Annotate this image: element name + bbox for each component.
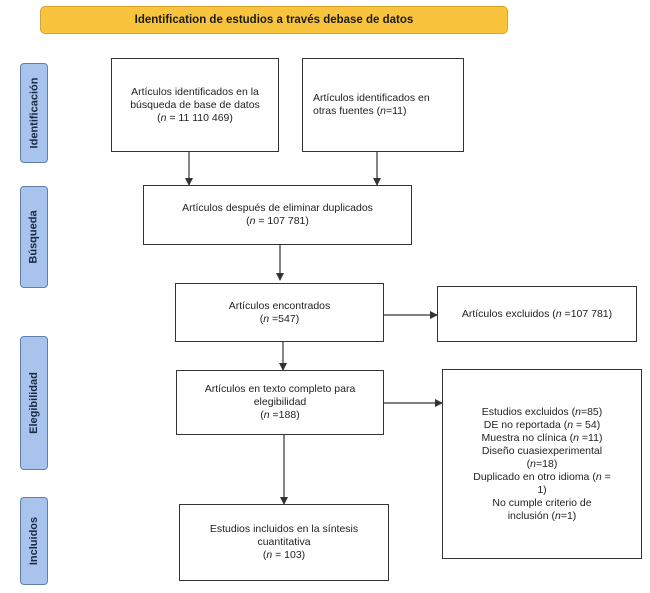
excluded-reason-criterio-a: inclusión ( [507, 509, 555, 522]
excluded-reason-duplicado-a: Duplicado en otro idioma ( [473, 470, 596, 483]
excluded-articles-n: n [555, 307, 562, 320]
other-sources-count-value: =11) [385, 105, 407, 117]
stage-busqueda: Búsqueda [20, 186, 48, 288]
box-other-sources: Artículos identificados en otras fuentes… [302, 58, 464, 152]
box-after-duplicates: Artículos después de eliminar duplicados… [143, 185, 412, 245]
other-sources-n: n [380, 105, 386, 117]
excluded-articles-text: Artículos excluidos (n =107 781) [462, 308, 612, 321]
excluded-articles-count-value: =107 781) [561, 307, 613, 320]
excluded-reason-criterio-n: n [554, 509, 561, 522]
included-line1: Estudios incluidos en la síntesis [209, 523, 359, 535]
box-excluded-studies: Estudios excluidos (n=85) DE no reportad… [442, 369, 642, 559]
stage-identificacion: Identificación [20, 63, 48, 163]
excluded-reason-diseno-b: =18) [536, 457, 558, 470]
found-count: (n =547) [259, 312, 300, 325]
diagram-title: Identification de estudios a través deba… [40, 6, 508, 34]
stage-incluidos-label: Incluidos [28, 516, 40, 566]
excluded-reason-diseno: Diseño cuasiexperimental [481, 444, 603, 457]
other-sources-line1: Artículos identificados en [313, 92, 430, 104]
included-count: (n = 103) [262, 549, 306, 561]
excluded-reason-muestra: Muestra no clínica (n =11) [482, 432, 603, 445]
excluded-reason-de: DE no reportada (n = 54) [484, 419, 600, 432]
full-text-count: (n =188) [260, 409, 300, 421]
after-duplicates-line1: Artículos después de eliminar duplicados [182, 202, 373, 214]
stage-identificacion-label: Identificación [28, 77, 40, 149]
diagram-title-text: Identification de estudios a través deba… [134, 14, 414, 26]
found-n: n [263, 312, 270, 325]
excluded-reason-diseno-n: n [530, 457, 537, 470]
included-n: n [266, 549, 273, 561]
db-identified-count-value: = 11 110 469) [166, 111, 233, 124]
excluded-reason-muestra-b: =11) [579, 431, 603, 444]
db-identified-line2: búsqueda de base de datos [130, 98, 260, 111]
box-full-text: Artículos en texto completo para elegibi… [176, 370, 384, 435]
stage-busqueda-label: Búsqueda [28, 210, 40, 264]
excluded-reason-duplicado-b: = [601, 470, 611, 483]
excluded-studies-heading-a: Estudios excluidos ( [481, 405, 576, 418]
excluded-reason-de-a: DE no reportada ( [483, 418, 568, 431]
box-included: Estudios incluidos en la síntesis cuanti… [179, 504, 389, 581]
included-line2: cuantitativa [257, 536, 311, 548]
excluded-reason-muestra-n: n [573, 431, 579, 444]
found-count-value: =547) [269, 312, 300, 325]
db-identified-count: (n = 11 110 469) [157, 111, 233, 124]
full-text-line2: elegibilidad [253, 396, 307, 408]
included-count-value: = 103) [272, 549, 306, 561]
excluded-reason-duplicado-n: n [595, 470, 602, 483]
excluded-studies-heading: Estudios excluidos (n=85) [482, 406, 603, 419]
stage-elegibilidad-label: Elegibilidad [28, 372, 41, 434]
other-sources-line2-text: otras fuentes ( [313, 105, 381, 117]
db-identified-n: n [160, 111, 167, 124]
box-found: Artículos encontrados (n =547) [175, 283, 384, 342]
excluded-reason-duplicado-count: 1) [537, 483, 547, 496]
excluded-articles-label: Artículos excluidos ( [461, 307, 556, 320]
after-duplicates-n: n [249, 215, 256, 227]
box-excluded-articles: Artículos excluidos (n =107 781) [437, 286, 637, 342]
found-line1: Artículos encontrados [228, 299, 331, 312]
other-sources-line2: otras fuentes (n=11) [313, 105, 407, 118]
full-text-count-value: =188) [269, 409, 300, 421]
after-duplicates-count: (n = 107 781) [246, 215, 309, 227]
full-text-line1: Artículos en texto completo para [204, 383, 356, 395]
excluded-studies-n: n [575, 405, 581, 418]
excluded-reason-muestra-a: Muestra no clínica ( [481, 431, 574, 444]
excluded-reason-de-n: n [567, 418, 574, 431]
excluded-reason-criterio-count: inclusión (n=1) [508, 510, 577, 523]
excluded-reason-criterio-b: =1) [560, 509, 577, 522]
db-identified-line1: Artículos identificados en la [131, 85, 259, 98]
box-db-identified: Artículos identificados en la búsqueda d… [111, 58, 279, 152]
full-text-n: n [263, 409, 270, 421]
excluded-reason-diseno-count: (n=18) [526, 457, 558, 470]
excluded-reason-de-b: = 54) [573, 418, 601, 431]
stage-elegibilidad: Elegibilidad [20, 336, 48, 470]
excluded-reason-criterio: No cumple criterio de [492, 496, 592, 509]
after-duplicates-count-value: = 107 781) [255, 215, 309, 227]
excluded-studies-heading-b: =85) [580, 405, 603, 418]
stage-incluidos: Incluidos [20, 497, 48, 585]
excluded-reason-duplicado: Duplicado en otro idioma (n = [473, 471, 610, 484]
